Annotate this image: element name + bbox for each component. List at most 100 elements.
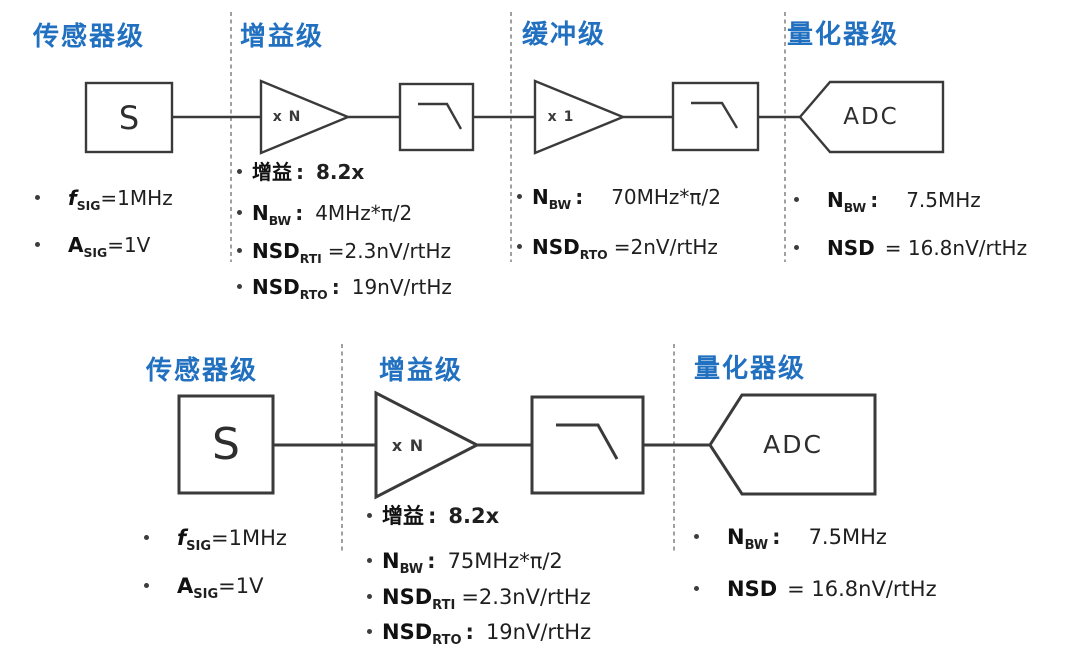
spec-separator: :: [295, 201, 304, 225]
spec-line-nsd-rto: NSDRTO =2nV/rtHz: [517, 235, 718, 267]
spec-symbol: A: [68, 233, 84, 257]
spec-subscript: SIG: [193, 587, 219, 603]
spec-symbol: 增益: [382, 504, 424, 528]
spec-value: = 16.8nV/rtHz: [787, 577, 937, 601]
stage-header-sensor: 传感器级: [33, 22, 146, 52]
bullet-icon: [237, 210, 242, 215]
spec-symbol: NSD: [532, 235, 580, 259]
gain-amp-triangle: [259, 79, 352, 155]
stage-header-gain: 增益级: [379, 356, 464, 386]
spec-value: =1V: [107, 233, 151, 257]
bullet-icon: [144, 534, 149, 540]
sensor-box: [177, 394, 275, 495]
filter-box: [398, 82, 475, 152]
spec-symbol: 增益: [252, 160, 292, 184]
spec-value: 4MHz*π/2: [315, 201, 413, 225]
spec-symbol: A: [177, 574, 194, 598]
spec-line-gain: 增益:8.2x: [367, 504, 499, 537]
lowpass-icon: [691, 101, 739, 129]
spec-line-nsd: NSD = 16.8nV/rtHz: [694, 577, 937, 610]
gain-amp-label: x N: [391, 435, 425, 455]
spec-line-fsig: fSIG=1MHz: [144, 526, 287, 559]
bullet-icon: [694, 533, 699, 539]
filter-box: [530, 395, 645, 495]
bullet-icon: [694, 585, 699, 591]
spec-value: =2nV/rtHz: [613, 235, 718, 259]
spec-separator: :: [870, 188, 879, 212]
spec-symbol: NSD: [252, 275, 300, 299]
bullet-icon: [35, 195, 40, 200]
spec-subscript: BW: [548, 197, 572, 212]
sensor-block-label: S: [212, 419, 240, 470]
spec-value: 8.2x: [316, 160, 365, 184]
spec-line-nbw: NBW:75MHz*π/2: [367, 549, 563, 582]
spec-subscript: SIG: [83, 245, 108, 260]
spec-value: 19nV/rtHz: [351, 275, 452, 299]
bullet-icon: [794, 245, 799, 250]
bullet-icon: [367, 628, 372, 634]
spec-line-nsd-rti: NSDRTI=2.3nV/rtHz: [367, 585, 591, 618]
stage-header-quantizer: 量化器级: [787, 20, 900, 50]
filter-box: [671, 81, 760, 152]
gain-amp-triangle: [374, 390, 481, 500]
spec-value: 19nV/rtHz: [485, 620, 592, 644]
spec-line-nsd-rti: NSDRTI=2.3nV/rtHz: [237, 239, 451, 271]
spec-line-gain: 增益:8.2x: [237, 160, 364, 192]
spec-line-nsd: NSD= 16.8nV/rtHz: [794, 236, 1027, 268]
spec-symbol: NSD: [827, 236, 875, 260]
spec-line-nsd-rto: NSDRTO:19nV/rtHz: [367, 620, 591, 653]
sensor-block-label: S: [118, 98, 140, 137]
bullet-icon: [237, 284, 242, 289]
spec-symbol: N: [382, 549, 400, 573]
spec-subscript: RTI: [299, 251, 322, 266]
spec-line-nbw: NBW: 7.5MHz: [794, 188, 981, 220]
sensor-box: [84, 81, 174, 154]
gain-amp-label: x N: [272, 109, 302, 125]
spec-value: 7.5MHz: [808, 525, 887, 549]
spec-value: 8.2x: [448, 504, 500, 528]
spec-line-nbw: NBW: 7.5MHz: [694, 525, 887, 558]
spec-separator: :: [296, 160, 304, 184]
spec-subscript: BW: [744, 538, 769, 554]
spec-separator: :: [427, 549, 436, 573]
spec-symbol: f: [177, 526, 187, 550]
spec-line-asig: ASIG=1V: [144, 574, 264, 607]
buffer-amp-triangle: [533, 79, 627, 155]
spec-separator: :: [575, 185, 584, 209]
bullet-icon: [794, 197, 799, 202]
bullet-icon: [237, 248, 242, 253]
lowpass-icon: [418, 102, 463, 130]
spec-subscript: RTO: [432, 633, 462, 649]
spec-subscript: BW: [268, 213, 292, 228]
stage-header-buffer: 缓冲级: [522, 20, 607, 50]
spec-symbol: N: [827, 188, 844, 212]
spec-separator: :: [772, 525, 781, 549]
spec-value: =2.3nV/rtHz: [327, 239, 452, 263]
spec-line-nsd-rto: NSDRTO:19nV/rtHz: [237, 275, 452, 307]
spec-subscript: BW: [843, 200, 867, 215]
spec-value: 75MHz*π/2: [447, 549, 563, 573]
spec-subscript: SIG: [186, 539, 212, 555]
spec-separator: :: [331, 275, 340, 299]
spec-line-fsig: fSIG=1MHz: [35, 186, 173, 218]
spec-symbol: NSD: [727, 577, 778, 601]
spec-symbol: N: [532, 185, 549, 209]
bullet-icon: [144, 582, 149, 588]
spec-value: 70MHz*π/2: [611, 185, 721, 209]
spec-line-nbw: NBW: 70MHz*π/2: [517, 185, 721, 217]
bullet-icon: [517, 194, 522, 199]
bullet-icon: [517, 244, 522, 249]
lowpass-icon: [556, 423, 619, 460]
bullet-icon: [237, 169, 242, 174]
spec-subscript: RTO: [579, 247, 608, 262]
spec-value: 7.5MHz: [906, 188, 981, 212]
spec-symbol: N: [252, 201, 269, 225]
spec-symbol: N: [727, 525, 745, 549]
spec-value: =1MHz: [211, 526, 287, 550]
spec-subscript: RTI: [432, 598, 456, 614]
adc-block-label: ADC: [763, 430, 823, 459]
stage-header-quantizer: 量化器级: [694, 354, 807, 384]
spec-symbol: NSD: [382, 620, 433, 644]
adc-block-label: ADC: [843, 104, 899, 130]
